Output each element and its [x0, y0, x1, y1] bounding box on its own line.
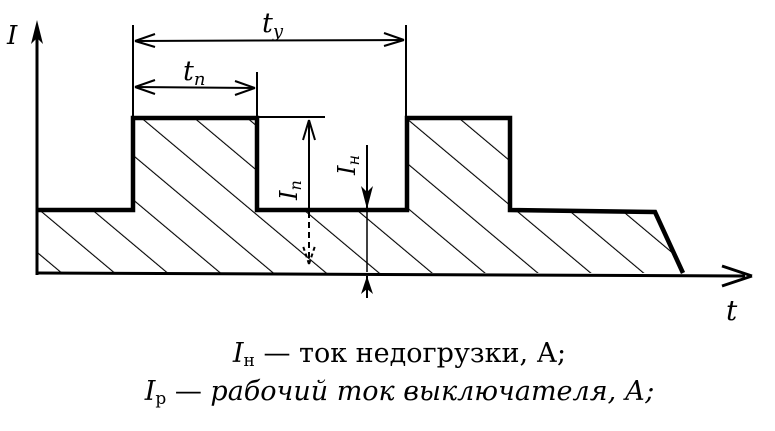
underload-current-subscript: н	[243, 351, 255, 371]
y-axis-label: I	[6, 21, 18, 51]
tp-label: tп	[183, 56, 205, 90]
x-axis	[36, 264, 753, 288]
x-axis-arrow-icon	[721, 264, 753, 288]
y-axis-arrow-icon	[31, 20, 43, 44]
working-current-dash: —	[166, 376, 211, 407]
ty-label: ty	[262, 8, 284, 42]
caption-underload-current: Iн — ток недогрузки, А;	[12, 338, 775, 373]
working-current-subscript: р	[155, 389, 167, 409]
in-dimension-arrow	[361, 145, 373, 298]
x-axis-label: t	[726, 294, 738, 327]
underload-current-text: — ток недогрузки, А;	[254, 338, 567, 369]
working-current-text: рабочий ток выключателя, А;	[210, 376, 655, 407]
y-axis	[31, 20, 43, 275]
caption-working-current: Iр — рабочий ток выключателя, А;	[12, 376, 775, 411]
underload-current-symbol: I	[232, 338, 244, 369]
ip-label: Iп	[275, 180, 305, 201]
current-load-diagram: I t ty tп Iп	[6, 8, 753, 327]
load-profile-outline	[37, 115, 686, 274]
in-label: Iн	[333, 155, 363, 176]
working-current-symbol: I	[144, 376, 156, 407]
tp-dimension-arrow	[134, 79, 256, 96]
ip-dimension-arrow	[302, 119, 316, 265]
ty-dimension-arrow	[134, 32, 405, 48]
